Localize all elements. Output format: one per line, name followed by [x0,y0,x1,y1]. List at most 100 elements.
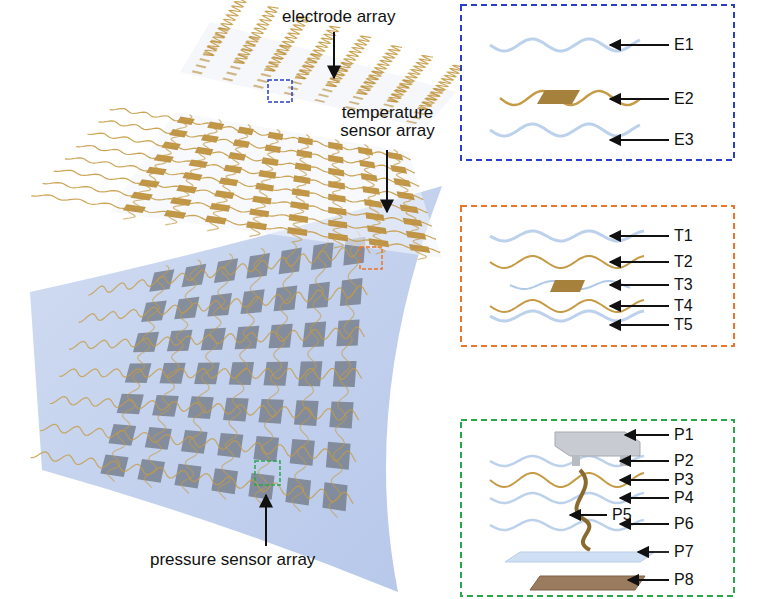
sensor-pad [326,83,337,87]
leader-arrow [628,579,669,581]
serpentine-trace [207,125,250,231]
sensor-pad [279,248,302,275]
inset-layers [490,39,644,550]
sensor-pad [268,62,279,66]
serpentine-trace [54,170,432,226]
sensor-pad [240,289,264,314]
serpentine-trace [144,259,201,487]
sensor-pad [360,86,371,90]
sensor-pad [395,89,406,93]
sensor-pad [387,99,398,103]
serpentine-trace [326,36,372,86]
serpentine-trace [362,145,385,254]
sensor-pad [295,75,306,79]
serpentine-trace [387,56,433,102]
sensor-pad [314,99,325,103]
sensor-pad [333,361,357,387]
part-label: P1 [674,426,694,444]
sensor-pad [399,84,410,88]
sensor-pad [364,81,375,85]
sensor-pad [311,242,334,270]
layer-trace [490,124,640,136]
sensor-pad [402,79,413,83]
sensor-pad [307,282,330,309]
serpentine-trace [218,248,264,500]
serpentine-trace [40,424,356,462]
serpentine-trace [87,133,419,186]
serpentine-trace [295,26,341,78]
sensor-pad [391,94,402,98]
sensor-pad [207,46,218,51]
sensor-pad [226,71,237,75]
sensor-pad [263,362,288,386]
leader-arrow [570,514,607,516]
leader-arrow [610,235,669,237]
sensor-pad [253,85,264,89]
sensor-pad [222,77,233,81]
pointer-arrow [333,32,335,78]
serpentine-trace [165,120,221,226]
part-label: P5 [612,506,632,524]
sensor-pad [230,66,241,70]
leader-arrow [620,497,669,499]
serpentine-trace [329,231,360,518]
part-label: T2 [674,253,693,271]
part-label: E3 [674,131,694,149]
serpentine-trace [234,7,279,63]
serpentine-trace [50,397,359,421]
sensor-pad [322,88,333,92]
leader-arrow [610,98,669,100]
sensor-pad [337,67,348,71]
leader-arrow [625,434,669,436]
zoom-marker [268,80,292,102]
leader-arrow [610,139,669,141]
part-label: P2 [674,452,694,470]
sensor-pad [425,97,436,101]
leader-arrow [610,284,669,286]
serpentine-trace [107,265,169,482]
sensor-pad [249,36,260,41]
sensor-pad [299,70,310,74]
part-label: T4 [674,297,693,315]
sensor-pad [234,60,245,64]
layer-name: pressure sensor array [150,551,315,569]
sensor-pad [149,269,174,292]
part-label: T5 [674,316,693,334]
sensor-pad [368,76,379,80]
sensor-pad [241,48,252,53]
sensor-pad [284,92,295,96]
sensor-pad [109,424,137,446]
leader-arrow [620,479,669,481]
sensor-pad [296,150,312,159]
leader-arrow [610,261,669,263]
sensor-pad [218,27,229,32]
part-label: E1 [674,36,694,54]
pointer-arrow [386,150,388,212]
part-label: P8 [674,571,694,589]
sensor-pad [294,400,319,426]
serpentine-trace [88,244,370,295]
part-label: T3 [674,276,693,294]
pressure-coil [576,470,590,550]
sensor-pad [210,39,221,44]
serpentine-trace [65,158,428,213]
part-label: E2 [674,90,694,108]
sensor-pad [274,286,298,312]
part-label: P7 [674,543,694,561]
serpentine-trace [418,65,464,109]
sensor-pad [306,59,317,63]
inset-frame [461,206,734,346]
inset-frame [461,420,734,596]
sensor-pad [433,88,444,92]
sensor-pad [329,402,353,429]
sensor-pad [195,64,206,68]
serpentine-trace [291,135,309,243]
sensor-pad [246,253,270,279]
layer-name: electrode array [282,8,395,26]
serpentine-trace [31,452,354,504]
leader-arrow [610,44,669,46]
sensor-pad [291,81,302,85]
sensor-pad [298,361,322,386]
sensor-pad [245,42,256,47]
sensor-pad [199,58,210,62]
